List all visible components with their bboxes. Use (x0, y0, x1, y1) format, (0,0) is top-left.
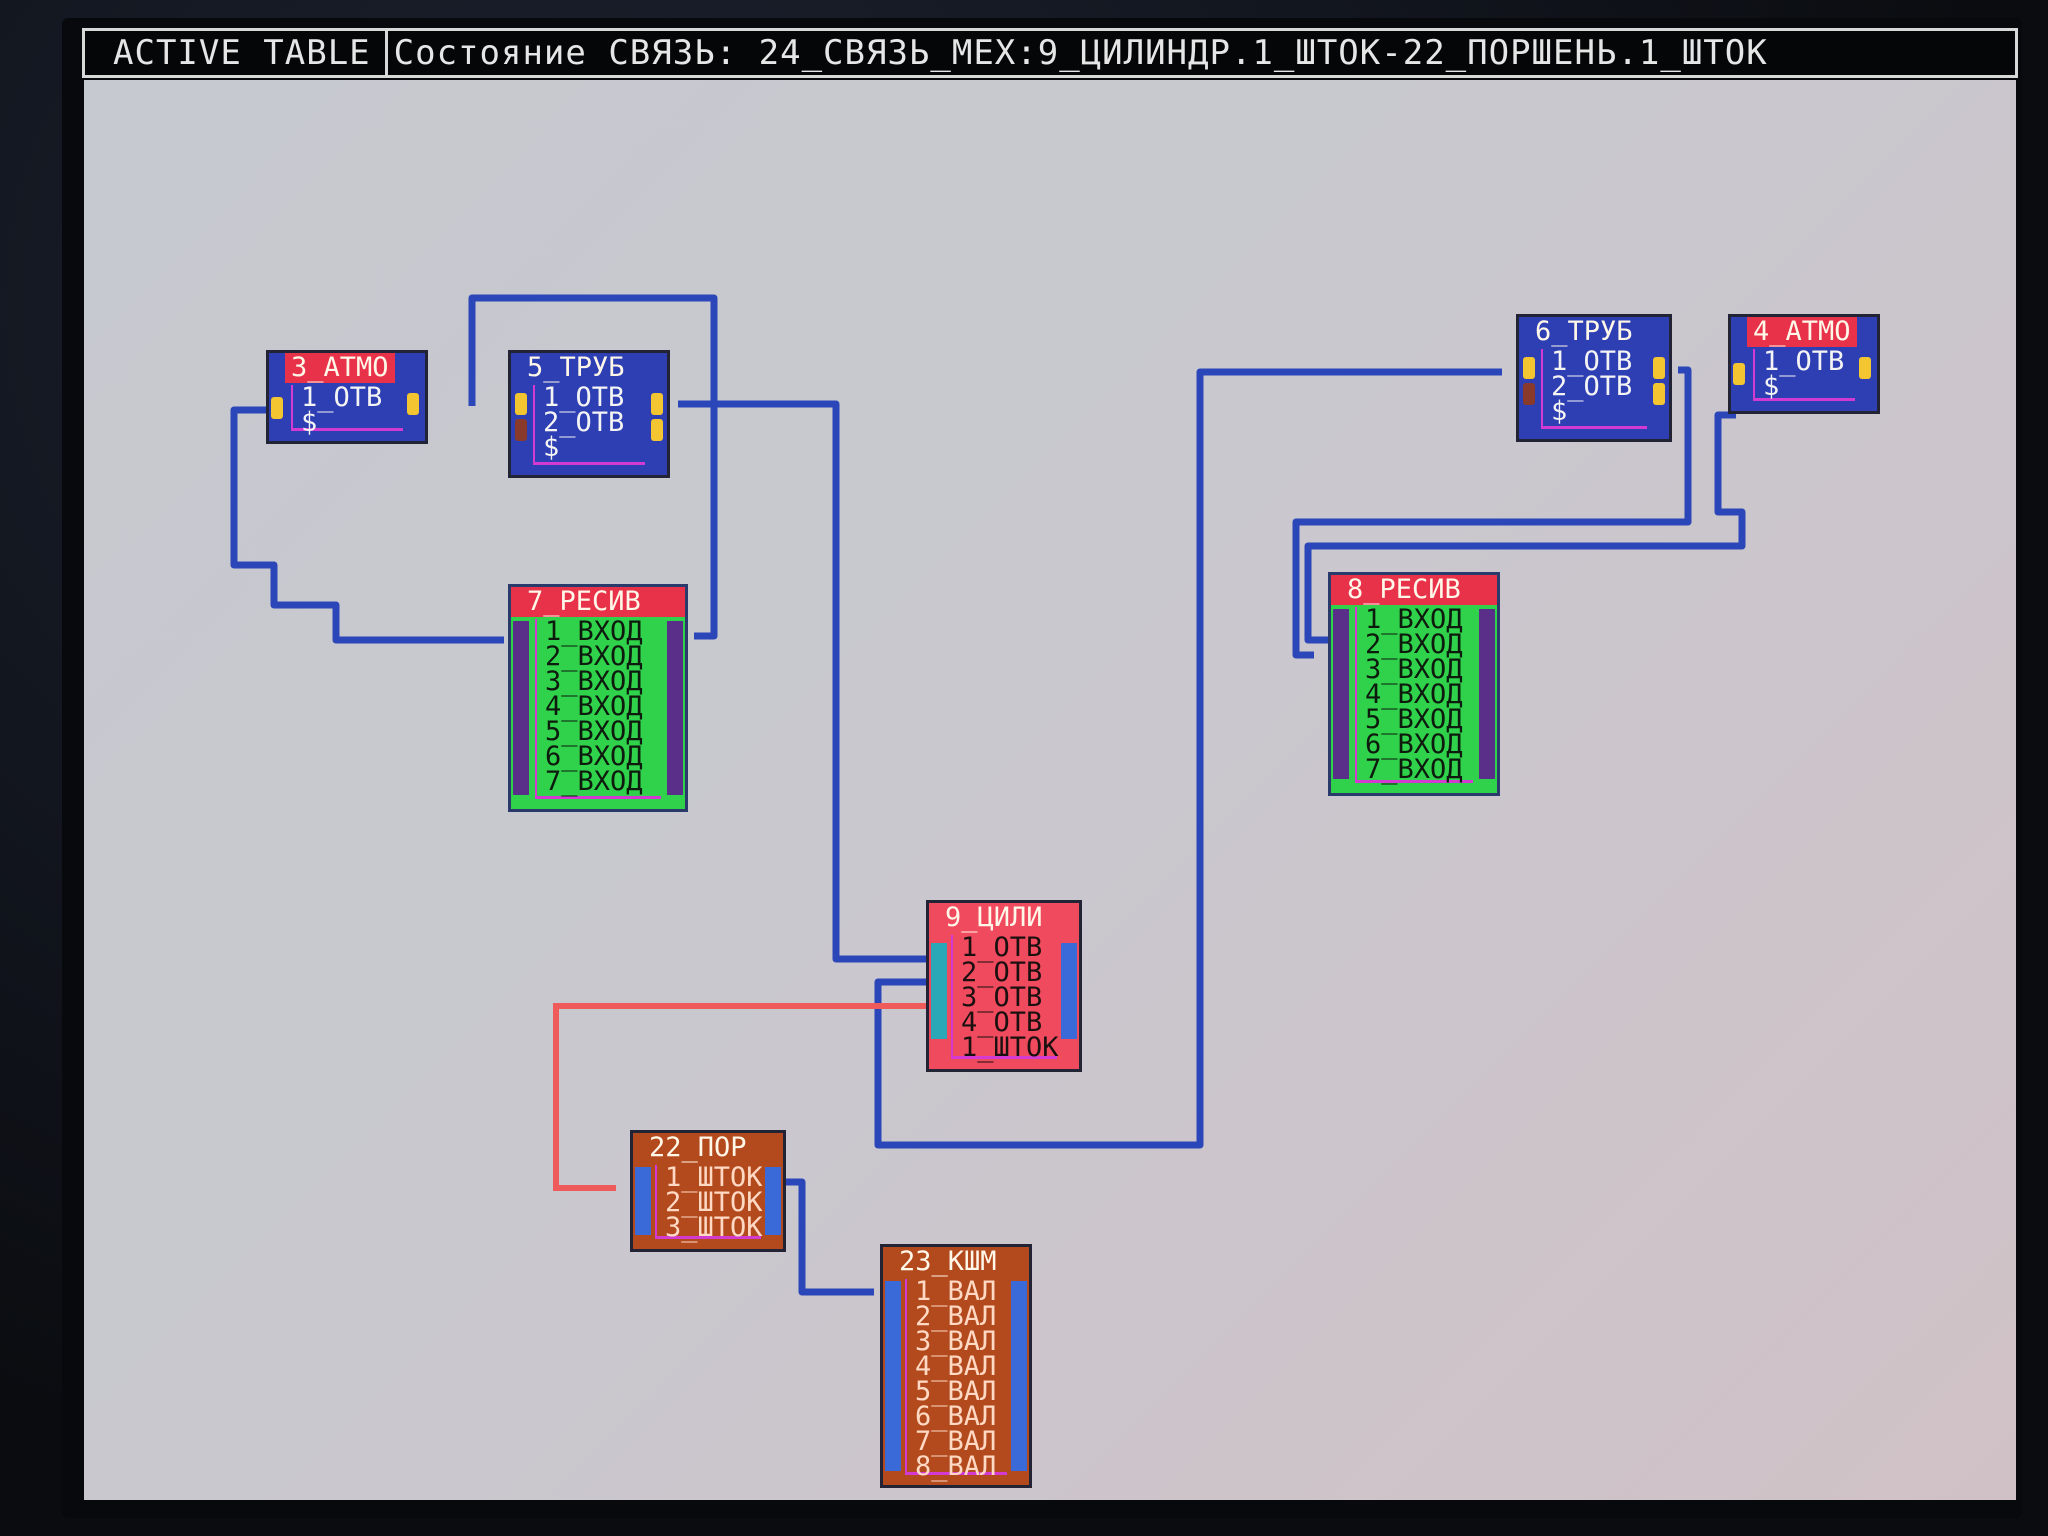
port-strip-left (931, 943, 947, 1039)
pin-right-2[interactable] (1653, 383, 1665, 405)
port-row[interactable]: 2_ВХОД (545, 641, 643, 672)
port-row[interactable]: 4_ВАЛ (915, 1351, 997, 1382)
port-row[interactable]: 7_ВХОД (545, 766, 643, 797)
node-title: 5_ТРУБ (511, 353, 667, 383)
node-title: 8_РЕСИВ (1331, 575, 1497, 605)
pin-right-1[interactable] (651, 393, 663, 415)
port-row[interactable]: 2_ШТОК (665, 1187, 763, 1218)
port-row[interactable]: 1_ОТВ (543, 382, 625, 413)
port-row[interactable]: 3_ОТВ (961, 982, 1043, 1013)
wire-trub6-resiv8[interactable] (1292, 366, 1692, 659)
port-row[interactable]: 5_ВХОД (1365, 704, 1463, 735)
node-por22[interactable]: 22_ПОР 1_ШТОК 2_ШТОК 3_ШТОК (630, 1130, 786, 1252)
port-row[interactable]: 1_ОТВ (961, 932, 1043, 963)
node-title: 3_АТМО (285, 353, 395, 383)
node-title: 22_ПОР (633, 1133, 783, 1163)
pin-left-1[interactable] (515, 393, 527, 415)
wire-por22-kshm23[interactable] (786, 1178, 874, 1296)
port-row[interactable]: 6_ВХОД (545, 741, 643, 772)
node-kshm23[interactable]: 23_КШМ 1_ВАЛ 2_ВАЛ 3_ВАЛ 4_ВАЛ 5_ВАЛ 6_В… (880, 1244, 1032, 1488)
port-row[interactable]: 2_ОТВ (543, 407, 625, 438)
port-row[interactable]: 2_ОТВ (961, 957, 1043, 988)
wire-trub5-cyl9[interactable] (678, 400, 926, 963)
port-row[interactable]: 2_ВАЛ (915, 1301, 997, 1332)
node-cyl9[interactable]: 9_ЦИЛИ 1_ОТВ 2_ОТВ 3_ОТВ 4_ОТВ 1_ШТОК (926, 900, 1082, 1072)
port-row[interactable]: 2_ОТВ (1551, 371, 1633, 402)
schematic-canvas[interactable]: 3_АТМО 1_ОТВ $ 5_ТРУБ 1_ОТВ 2_ОТВ $ 7_РЕ… (84, 80, 2016, 1500)
wires-layer (230, 294, 1746, 1296)
title-bar: ACTIVE TABLE Состояние СВЯЗЬ: 24_СВЯЗЬ_М… (82, 28, 2018, 78)
port-row[interactable]: $ (1551, 396, 1568, 427)
pin-left[interactable] (1733, 363, 1745, 385)
app-name: ACTIVE TABLE (113, 33, 371, 73)
port-strip-right (667, 621, 683, 795)
port-strip-left (885, 1281, 901, 1471)
wire-trub6-cyl9[interactable] (874, 368, 1502, 1149)
port-row[interactable]: 3_ВХОД (545, 666, 643, 697)
node-trub6[interactable]: 6_ТРУБ 1_ОТВ 2_ОТВ $ (1516, 314, 1672, 442)
port-row[interactable]: 6_ВАЛ (915, 1401, 997, 1432)
wire-atmo4-resiv8[interactable] (1304, 411, 1746, 644)
node-title: 6_ТРУБ (1519, 317, 1669, 347)
node-title: 4_АТМО (1747, 317, 1857, 347)
wire-selected-cyl9-por22[interactable] (553, 1003, 926, 1191)
port-row[interactable]: 1_ШТОК (961, 1032, 1059, 1063)
port-row[interactable]: 1_ОТВ (1763, 346, 1845, 377)
port-strip-right (765, 1167, 781, 1235)
port-row[interactable]: 4_ВХОД (1365, 679, 1463, 710)
port-row[interactable]: 4_ВХОД (545, 691, 643, 722)
node-atmo4[interactable]: 4_АТМО 1_ОТВ $ (1728, 314, 1880, 414)
port-row[interactable]: 3_ВАЛ (915, 1326, 997, 1357)
pin-left-2[interactable] (515, 419, 527, 441)
port-row[interactable]: 1_ВАЛ (915, 1276, 997, 1307)
node-title: 9_ЦИЛИ (929, 903, 1079, 933)
port-row[interactable]: 3_ШТОК (665, 1212, 763, 1243)
port-row[interactable]: 1_ОТВ (301, 382, 383, 413)
port-row[interactable]: 5_ВАЛ (915, 1376, 997, 1407)
port-row[interactable]: $ (543, 432, 560, 463)
node-atmo3[interactable]: 3_АТМО 1_ОТВ $ (266, 350, 428, 444)
pin-right-2[interactable] (651, 419, 663, 441)
port-row[interactable]: 6_ВХОД (1365, 729, 1463, 760)
port-row[interactable]: $ (301, 407, 318, 438)
port-strip-right (1061, 943, 1077, 1039)
port-row[interactable]: 3_ВХОД (1365, 654, 1463, 685)
status-line: Состояние СВЯЗЬ: 24_СВЯЗЬ_МЕХ:9_ЦИЛИНДР.… (393, 33, 1768, 73)
port-row[interactable]: 1_ВХОД (1365, 604, 1463, 635)
node-trub5[interactable]: 5_ТРУБ 1_ОТВ 2_ОТВ $ (508, 350, 670, 478)
port-row[interactable]: 1_ОТВ (1551, 346, 1633, 377)
port-row[interactable]: $ (1763, 371, 1780, 402)
pin-right-1[interactable] (1653, 357, 1665, 379)
node-resiv8[interactable]: 8_РЕСИВ 1_ВХОД 2_ВХОД 3_ВХОД 4_ВХОД 5_ВХ… (1328, 572, 1500, 796)
port-strip-left (513, 621, 529, 795)
port-row[interactable]: 4_ОТВ (961, 1007, 1043, 1038)
port-strip-right (1011, 1281, 1027, 1471)
pin-left[interactable] (271, 397, 283, 419)
port-strip-right (1479, 609, 1495, 779)
port-row[interactable]: 5_ВХОД (545, 716, 643, 747)
port-row[interactable]: 1_ВХОД (545, 616, 643, 647)
pin-left-2[interactable] (1523, 383, 1535, 405)
wire-atmo3-resiv7[interactable] (230, 406, 504, 644)
port-strip-left (635, 1167, 651, 1235)
pin-right[interactable] (407, 393, 419, 415)
port-row[interactable]: 1_ШТОК (665, 1162, 763, 1193)
node-title: 23_КШМ (883, 1247, 1029, 1277)
wire-trub5-resiv7[interactable] (468, 294, 718, 640)
port-strip-left (1333, 609, 1349, 779)
node-title: 7_РЕСИВ (511, 587, 685, 617)
port-row[interactable]: 2_ВХОД (1365, 629, 1463, 660)
title-divider (384, 31, 388, 75)
port-row[interactable]: 8_ВАЛ (915, 1451, 997, 1482)
port-row[interactable]: 7_ВАЛ (915, 1426, 997, 1457)
pin-left-1[interactable] (1523, 357, 1535, 379)
port-row[interactable]: 7_ВХОД (1365, 754, 1463, 785)
pin-right[interactable] (1859, 357, 1871, 379)
node-resiv7[interactable]: 7_РЕСИВ 1_ВХОД 2_ВХОД 3_ВХОД 4_ВХОД 5_ВХ… (508, 584, 688, 812)
